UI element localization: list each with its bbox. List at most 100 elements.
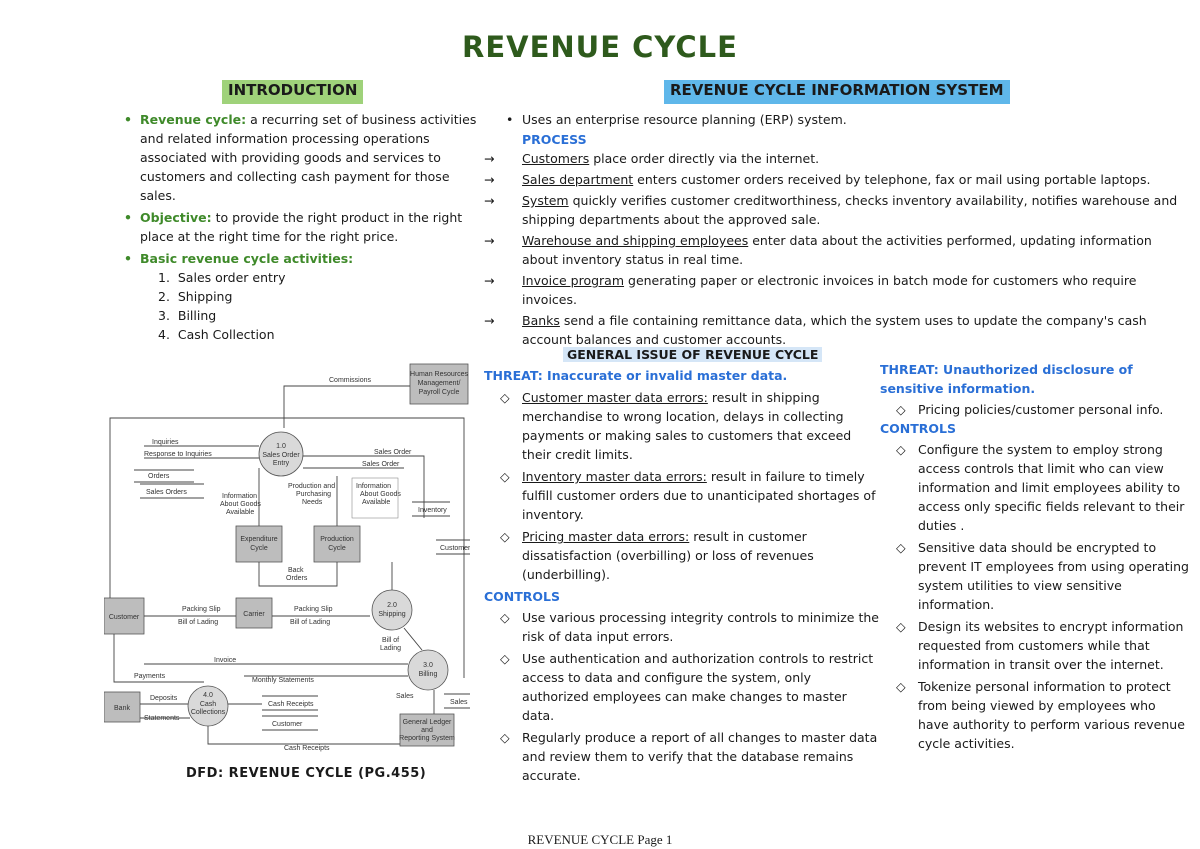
intro-section: Revenue cycle: a recurring set of busine… <box>140 110 480 344</box>
exp-label-1: Expenditure <box>240 536 277 543</box>
threat-1-section: THREAT: Inaccurate or invalid master dat… <box>484 366 880 785</box>
cash-receipts-flow <box>207 726 400 745</box>
gl-label-3: Reporting System <box>399 735 455 742</box>
hr-label-2: Management/ <box>418 380 461 387</box>
back-orders-1: Back <box>288 567 304 574</box>
deposits-label: Deposits <box>150 695 178 702</box>
orders-label: Orders <box>148 473 170 480</box>
threat-1-item: ◇Inventory master data errors: result in… <box>500 469 876 522</box>
activities-list: 1. Sales order entry 2. Shipping 3. Bill… <box>140 268 480 344</box>
info-goods-b1: Information <box>356 483 391 490</box>
control-1-item: ◇Regularly produce a report of all chang… <box>500 730 878 783</box>
cash-receipts-store-label: Cash Receipts <box>268 701 314 708</box>
bol-label-2: Lading <box>380 645 401 652</box>
hr-label-1: Human Resources <box>410 371 468 378</box>
process-2-circle <box>371 589 413 631</box>
sales-store-label: Sales <box>450 699 468 706</box>
process-3-circle <box>407 649 449 691</box>
control-1-item: ◇Use authentication and authorization co… <box>500 651 874 723</box>
general-heading: GENERAL ISSUE OF REVENUE CYCLE <box>563 347 823 362</box>
p4-name-2: Collections <box>191 709 226 716</box>
p3-num: 3.0 <box>423 662 433 669</box>
customer-label: Customer <box>109 614 140 621</box>
control-2-item: ◇Design its websites to encrypt informat… <box>896 619 1184 672</box>
threat-2-section: THREAT: Unauthorized disclosure of sensi… <box>880 360 1190 753</box>
page-footer: REVENUE CYCLE Page 1 <box>527 832 673 847</box>
activity-item: 3. Billing <box>158 308 217 323</box>
process-step: →Sales department enters customer orders… <box>484 172 1151 187</box>
objective-text: to provide the right product in the righ… <box>140 210 463 244</box>
definition-term: Revenue cycle: <box>140 112 247 127</box>
outer-flow <box>109 417 465 678</box>
bank-label: Bank <box>114 705 130 712</box>
sales-order-label-2: Sales Order <box>362 461 400 468</box>
dfd-diagram: Human Resources Management/ Payroll Cycl… <box>104 363 470 752</box>
pc-label-1: Production <box>320 536 354 543</box>
p1-name-2: Entry <box>273 460 290 467</box>
sales-order-label: Sales Order <box>374 449 412 456</box>
gl-label-1: General Ledger <box>403 719 452 726</box>
back-orders-flow <box>258 562 338 587</box>
bol-label-1: Bill of <box>382 637 399 644</box>
customer-store-label: Customer <box>440 545 470 552</box>
intro-heading: INTRODUCTION <box>222 80 364 104</box>
p2-num: 2.0 <box>387 602 397 609</box>
invoice-label: Invoice <box>214 657 236 664</box>
carrier-label: Carrier <box>243 611 265 618</box>
prod-needs-1: Production and <box>288 483 335 490</box>
ris-section: • Uses an enterprise resource planning (… <box>484 110 1184 349</box>
p1-num: 1.0 <box>276 443 286 450</box>
process-1-circle <box>258 431 304 477</box>
info-goods-box <box>351 477 399 519</box>
prod-needs-3: Needs <box>302 499 323 506</box>
p4-name: Cash <box>200 701 216 708</box>
production-box <box>313 525 361 563</box>
activity-item: 1. Sales order entry <box>158 270 286 285</box>
objective-item: Objective: to provide the right product … <box>140 208 480 246</box>
activities-item: Basic revenue cycle activities: <box>140 249 480 268</box>
customer-box <box>104 597 145 635</box>
payments-flow <box>113 634 204 683</box>
inventory-label: Inventory <box>418 507 447 514</box>
dfd-caption: DFD: REVENUE CYCLE (PG.455) <box>186 766 427 781</box>
erp-item: • Uses an enterprise resource planning (… <box>506 112 847 127</box>
ris-heading: REVENUE CYCLE INFORMATION SYSTEM <box>664 80 1010 104</box>
threat-1-item: ◇Customer master data errors: result in … <box>500 390 852 462</box>
info-goods-1: Information <box>222 493 257 500</box>
customer-store2-label: Customer <box>272 721 303 728</box>
back-orders-2: Orders <box>286 575 308 582</box>
hr-box <box>409 363 469 405</box>
process-step: →Banks send a file containing remittance… <box>484 313 1147 347</box>
process-step: →Customers place order directly via the … <box>484 151 820 166</box>
p2-name: Shipping <box>378 611 405 618</box>
bank-box <box>104 691 141 723</box>
process-label: PROCESS <box>522 132 587 147</box>
control-2-item: ◇Configure the system to employ strong a… <box>896 442 1185 533</box>
statements-label: Statements <box>144 715 180 722</box>
controls-2-label: CONTROLS <box>880 421 957 436</box>
threat-2-title: THREAT: Unauthorized disclosure of sensi… <box>880 362 1133 396</box>
page-title: REVENUE CYCLE <box>462 30 738 64</box>
pc-label-2: Cycle <box>328 545 346 552</box>
prod-needs-2: Purchasing <box>296 491 331 498</box>
info-goods-b2: About Goods <box>360 491 401 498</box>
p1-name: Sales Order <box>262 452 300 459</box>
bill-lading-label: Bill of Lading <box>178 619 218 626</box>
bill-lading-label-2: Bill of Lading <box>290 619 330 626</box>
info-goods-2: About Goods <box>220 501 261 508</box>
control-1-item: ◇Use various processing integrity contro… <box>500 610 879 644</box>
p3-name: Billing <box>419 671 438 678</box>
threat-1-item: ◇Pricing master data errors: result in c… <box>500 529 814 582</box>
p2-p3-flow <box>403 627 423 651</box>
activity-item: 4. Cash Collection <box>158 327 275 342</box>
carrier-box <box>235 597 273 629</box>
threat-1-title: THREAT: Inaccurate or invalid master dat… <box>484 368 788 383</box>
packing-slip-label-2: Packing Slip <box>294 606 333 613</box>
gl-label-2: and <box>421 727 433 734</box>
commissions-flow <box>283 385 410 428</box>
process-step: →Warehouse and shipping employees enter … <box>484 233 1152 267</box>
process-step: →Invoice program generating paper or ele… <box>484 273 1137 307</box>
packing-slip-label: Packing Slip <box>182 606 221 613</box>
hr-label-3: Payroll Cycle <box>419 389 460 396</box>
threat-2-item: ◇Pricing policies/customer personal info… <box>896 402 1164 417</box>
